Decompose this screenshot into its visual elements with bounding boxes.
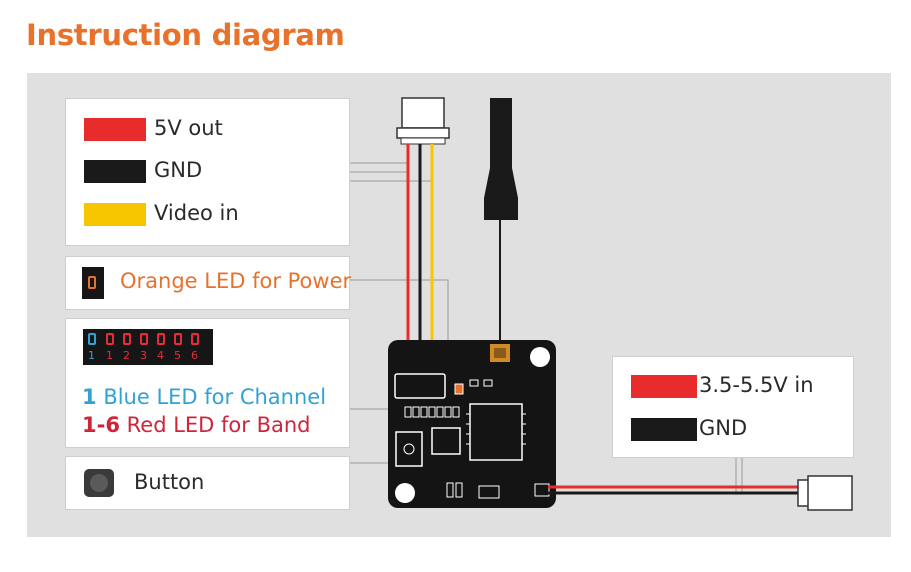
- channel-led-line: 1 Blue LED for Channel: [82, 385, 326, 409]
- legend-5v-out: 5V out: [154, 116, 223, 140]
- wire-legend-box: 5V out GND Video in: [65, 98, 350, 246]
- legend-vin: 3.5-5.5V in: [699, 373, 814, 397]
- button-box: Button: [65, 456, 350, 510]
- pcb-board: [388, 340, 556, 508]
- led-num-1: 1: [106, 349, 113, 362]
- swatch-5v: [84, 118, 146, 141]
- band-led-text: Red LED for Band: [126, 413, 311, 437]
- led-num-6: 6: [191, 349, 198, 362]
- led-num-2: 2: [123, 349, 130, 362]
- swatch-input-gnd: [631, 418, 697, 441]
- power-connector: [797, 475, 853, 511]
- band-led-line: 1-6 Red LED for Band: [82, 413, 311, 437]
- swatch-gnd: [84, 160, 146, 183]
- legend-input-gnd: GND: [699, 416, 748, 440]
- top-connector: [396, 97, 450, 145]
- led-num-5: 5: [174, 349, 181, 362]
- input-legend-box: 3.5-5.5V in GND: [612, 356, 854, 458]
- led-num-4: 4: [157, 349, 164, 362]
- button-icon: [84, 469, 114, 497]
- antenna: [484, 98, 518, 342]
- button-label: Button: [134, 470, 205, 494]
- legend-gnd: GND: [154, 158, 203, 182]
- channel-led-num: 1: [82, 385, 97, 409]
- swatch-video: [84, 203, 146, 226]
- swatch-vin: [631, 375, 697, 398]
- led-strip-icon: 1 1 2 3 4 5 6: [83, 329, 213, 365]
- channel-led-text: Blue LED for Channel: [103, 385, 327, 409]
- led-num-3: 3: [140, 349, 147, 362]
- diagram-title: Instruction diagram: [26, 18, 345, 52]
- legend-video-in: Video in: [154, 201, 239, 225]
- channel-led-box: 1 1 2 3 4 5 6 1 Blue LED for Channel 1-6…: [65, 318, 350, 448]
- led-num-channel: 1: [88, 349, 95, 362]
- band-led-num: 1-6: [82, 413, 120, 437]
- power-led-box: Orange LED for Power: [65, 256, 352, 310]
- orange-led-icon: [82, 267, 104, 299]
- power-led-label: Orange LED for Power: [120, 269, 352, 293]
